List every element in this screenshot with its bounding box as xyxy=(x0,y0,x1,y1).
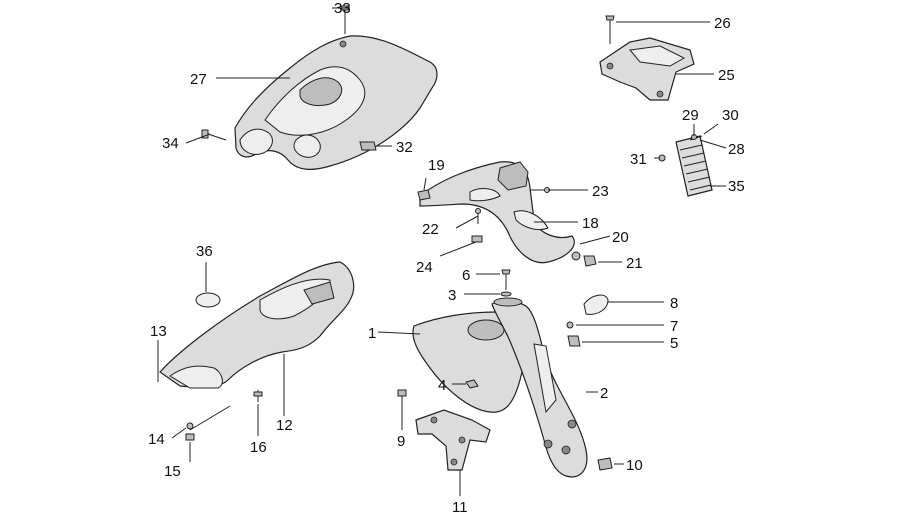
callout-23: 23 xyxy=(592,183,609,200)
callout-35: 35 xyxy=(728,178,745,195)
callout-3: 3 xyxy=(448,287,456,304)
callout-4: 4 xyxy=(438,377,446,394)
callout-16: 16 xyxy=(250,439,267,456)
callout-10: 10 xyxy=(626,457,643,474)
callout-33: 33 xyxy=(334,0,351,17)
washer-7 xyxy=(566,321,574,329)
callout-12: 12 xyxy=(276,417,293,434)
callout-28: 28 xyxy=(728,141,745,158)
screw-26 xyxy=(605,15,615,44)
callout-25: 25 xyxy=(718,67,735,84)
callout-1: 1 xyxy=(368,325,376,342)
clip-24 xyxy=(471,235,483,243)
screw-34 xyxy=(201,129,227,141)
screw-15 xyxy=(185,433,195,441)
plate-part-25 xyxy=(599,37,695,101)
nut-4 xyxy=(465,379,479,389)
bolt-21 xyxy=(583,255,597,267)
callout-5: 5 xyxy=(670,335,678,352)
callout-24: 24 xyxy=(416,259,433,276)
callout-11: 11 xyxy=(452,499,468,514)
callout-30: 30 xyxy=(722,107,739,124)
screw-23 xyxy=(530,187,550,193)
washer-14 xyxy=(186,422,194,430)
rear-cover-part-27 xyxy=(234,35,438,170)
callout-32: 32 xyxy=(396,139,413,156)
callout-20: 20 xyxy=(612,229,629,246)
callout-15: 15 xyxy=(164,463,181,480)
frame-shield-part-2 xyxy=(491,297,588,478)
callout-13: 13 xyxy=(150,323,167,340)
callout-19: 19 xyxy=(428,157,445,174)
callout-36: 36 xyxy=(196,243,213,260)
washer-3 xyxy=(500,291,512,297)
rear-mudguard-part-18 xyxy=(419,161,575,264)
callout-31: 31 xyxy=(630,151,647,168)
callout-22: 22 xyxy=(422,221,439,238)
grille-part-35 xyxy=(675,135,713,197)
callout-18: 18 xyxy=(582,215,599,232)
callout-labels: 33 27 34 32 26 25 29 30 28 31 35 19 23 2… xyxy=(148,0,745,514)
bracket-part-11 xyxy=(415,409,491,471)
bolt-10 xyxy=(597,457,613,471)
bolt-16 xyxy=(253,390,263,402)
callout-9: 9 xyxy=(397,433,405,450)
callout-14: 14 xyxy=(148,431,165,448)
clip-32 xyxy=(359,141,377,151)
callout-6: 6 xyxy=(462,267,470,284)
clip-19 xyxy=(417,189,431,201)
bracket-8 xyxy=(583,294,609,315)
callout-2: 2 xyxy=(600,385,608,402)
callout-7: 7 xyxy=(670,318,678,335)
callout-34: 34 xyxy=(162,135,179,152)
callout-26: 26 xyxy=(714,15,731,32)
side-panel-part-12 xyxy=(159,261,355,389)
clip-5 xyxy=(567,335,581,347)
callout-29: 29 xyxy=(682,107,699,124)
cap-part-36 xyxy=(195,292,221,308)
screw-6 xyxy=(501,269,511,290)
callout-27: 27 xyxy=(190,71,207,88)
callout-21: 21 xyxy=(626,255,643,272)
washer-20 xyxy=(571,251,581,261)
screw-22 xyxy=(475,208,481,224)
callout-8: 8 xyxy=(670,295,678,312)
screw-28-29-30 xyxy=(689,134,703,141)
leader-lines xyxy=(157,7,727,496)
